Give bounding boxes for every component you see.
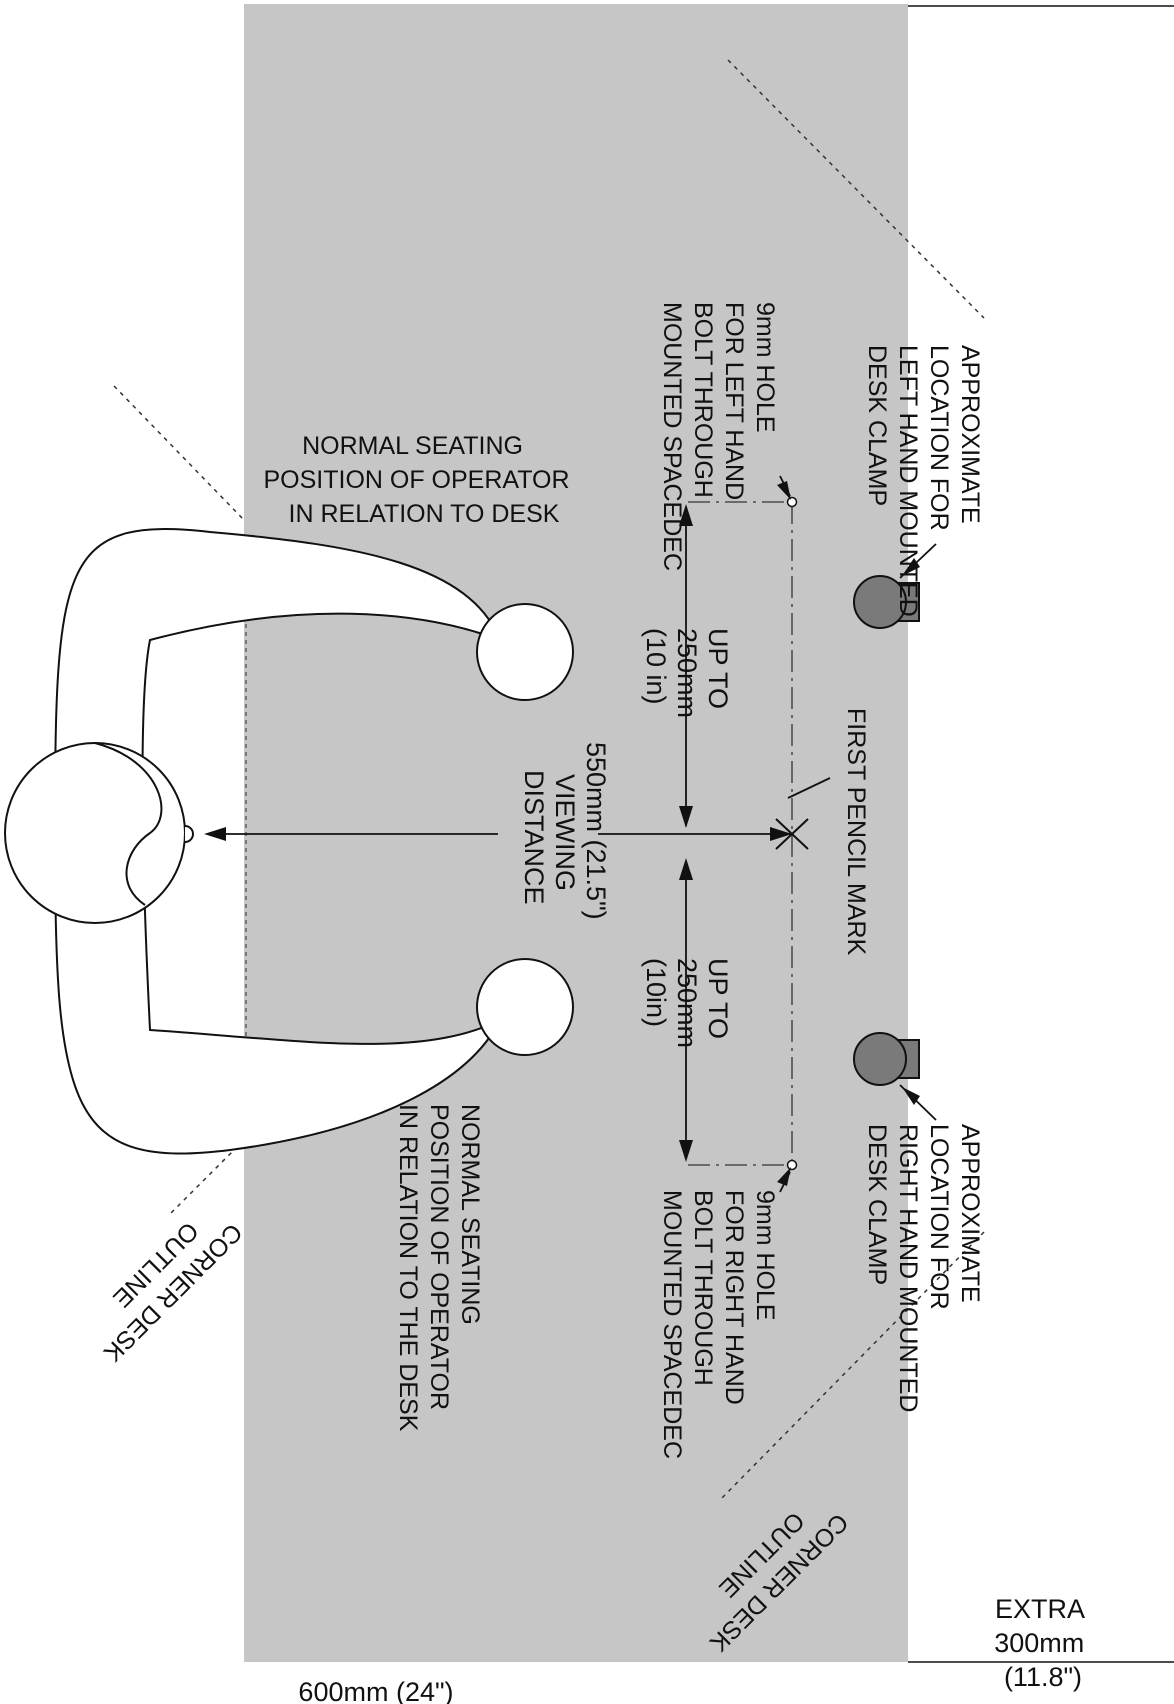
operator-left-hand [476, 958, 574, 1056]
right-desk-clamp [853, 1032, 920, 1086]
extra-label: EXTRA 300mm (11.8") [994, 1594, 1092, 1692]
operator-right-hand [476, 603, 574, 701]
extra-area-outline [908, 5, 1174, 1663]
corner-desk-outline-lines [113, 59, 985, 1501]
operator-nose [184, 825, 194, 843]
operator-hair [94, 742, 163, 906]
viewing-distance-label: 550mm (21.5") VIEWING DISTANCE [519, 742, 611, 927]
dimension-lines [222, 475, 937, 1193]
up-to-left-label: UP TO 250mm (10 in) [641, 628, 733, 726]
right-clamp-label: APPROXIMATE LOCATION FOR RIGHT HAND MOUN… [863, 1124, 984, 1419]
corner-desk-left-label: CORNER DESK OUTLINE [71, 1195, 248, 1372]
desk-depth-label: 600mm (24") [298, 1677, 453, 1704]
right-hole-label: 9mm HOLE FOR RIGHT HAND BOLT THROUGH MOU… [658, 1190, 779, 1459]
first-pencil-mark-label: FIRST PENCIL MARK [842, 708, 870, 956]
left-clamp-label: APPROXIMATE LOCATION FOR LEFT HAND MOUNT… [863, 345, 984, 624]
dimension-arrowheads [204, 481, 920, 1186]
left-hole-marker [786, 496, 798, 508]
operator-figure [4, 528, 574, 1155]
desk-surface [244, 4, 908, 1662]
up-to-right-label: UP TO 250mm (10in) [641, 958, 733, 1056]
seating-top-label: NORMAL SEATING POSITION OF OPERATOR IN R… [263, 432, 576, 528]
seating-bottom-label: NORMAL SEATING POSITION OF OPERATOR IN R… [394, 1104, 484, 1432]
left-hole-label: 9mm HOLE FOR LEFT HAND BOLT THROUGH MOUN… [658, 302, 779, 571]
right-hole-marker [786, 1159, 798, 1171]
left-desk-clamp [853, 575, 920, 629]
operator-head [4, 742, 186, 924]
mounting-center-lines [688, 501, 793, 1166]
